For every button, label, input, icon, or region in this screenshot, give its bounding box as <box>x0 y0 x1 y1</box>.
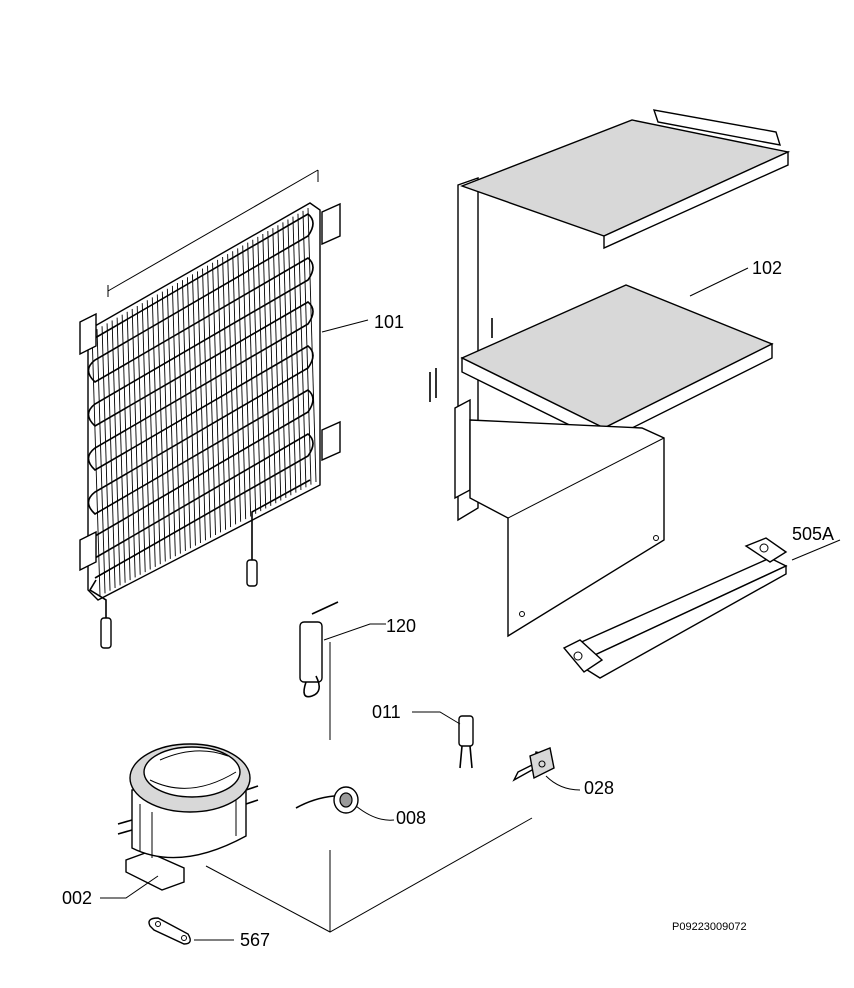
coil-wire <box>141 303 151 570</box>
plug-connector <box>412 711 474 769</box>
overload-protector <box>295 786 395 821</box>
coil-wire <box>106 323 116 589</box>
compressor <box>100 743 259 899</box>
label-102: 102 <box>752 258 782 278</box>
label-101: 101 <box>374 312 404 332</box>
coil-wire <box>101 326 111 591</box>
coil-wire <box>146 300 156 567</box>
label-505a: 505A <box>792 524 834 544</box>
coil-wire <box>307 207 317 483</box>
mounting-clip <box>512 747 581 791</box>
coil-wire <box>131 308 141 575</box>
coil-wire <box>302 210 312 485</box>
handle-bar <box>562 537 841 679</box>
cabinet-frame <box>429 109 791 638</box>
condenser-coil <box>79 169 369 649</box>
coil-wire <box>121 314 131 581</box>
coil-wire <box>232 251 242 522</box>
coil-wire <box>227 254 237 525</box>
label-008: 008 <box>396 808 426 828</box>
coil-wire <box>126 311 136 578</box>
coil-wire <box>96 329 106 594</box>
coil-wire <box>222 257 232 528</box>
coil-wire <box>151 297 161 565</box>
label-120: 120 <box>386 616 416 636</box>
coil-wire <box>212 262 222 533</box>
label-002: 002 <box>62 888 92 908</box>
coil-wire <box>136 306 146 573</box>
reference-number: P09223009072 <box>672 921 747 933</box>
coil-wire <box>116 317 126 583</box>
thermostat-relay <box>299 601 386 740</box>
base-outline <box>205 817 533 933</box>
coil-wire <box>111 320 121 586</box>
link-plate <box>148 917 234 945</box>
coil-wire <box>202 268 211 538</box>
label-028: 028 <box>584 778 614 798</box>
label-011: 011 <box>372 702 401 722</box>
coil-wire <box>197 271 206 541</box>
coil-wire <box>297 213 307 488</box>
coil-wire <box>207 265 216 536</box>
coil-wire <box>217 259 227 530</box>
label-567: 567 <box>240 930 270 950</box>
coil-wire <box>91 331 101 597</box>
